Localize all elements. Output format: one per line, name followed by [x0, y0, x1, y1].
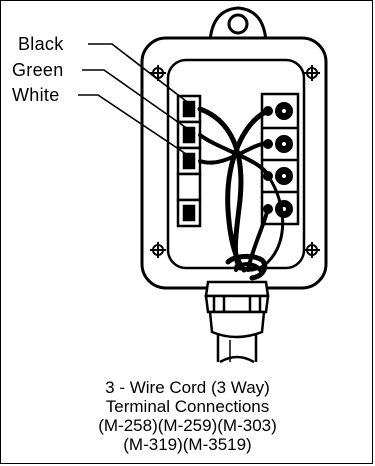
top-mounting-tab — [208, 6, 268, 44]
label-leader-lines — [78, 43, 196, 161]
caption-line-4: (M-319)(M-3519) — [123, 435, 252, 454]
label-white-wire: White — [12, 85, 60, 105]
power-cord — [216, 334, 258, 364]
label-green-wire: Green — [12, 60, 64, 80]
caption-line-2: Terminal Connections — [105, 397, 270, 416]
caption-line-3: (M-258)(M-259)(M-303) — [98, 416, 277, 435]
wire-bundle — [197, 106, 285, 281]
cord-strain-relief — [204, 280, 270, 339]
label-black-wire: Black — [18, 34, 64, 54]
corner-screw-icons — [150, 65, 320, 258]
diagram-caption: 3 - Wire Cord (3 Way) Terminal Connectio… — [0, 378, 375, 454]
caption-line-1: 3 - Wire Cord (3 Way) — [105, 378, 270, 397]
left-terminal-strip — [176, 94, 202, 228]
